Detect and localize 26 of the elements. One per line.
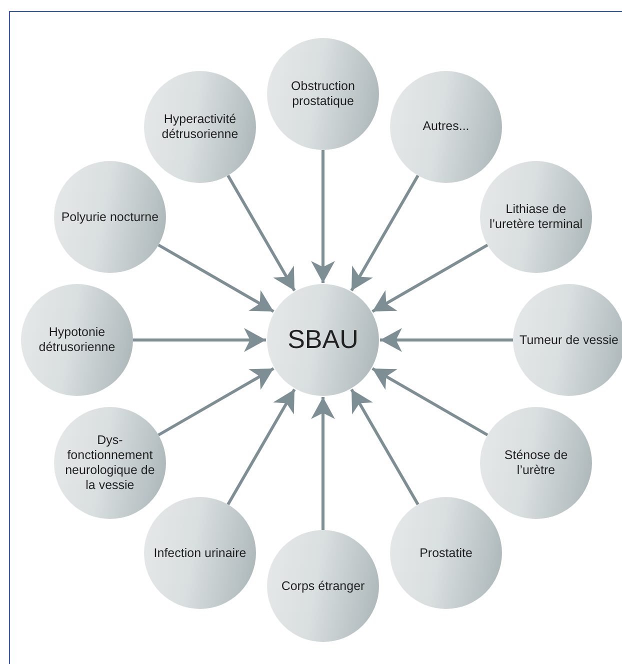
circle-label: Corps étranger bbox=[280, 578, 366, 594]
arrow bbox=[350, 174, 420, 292]
arrow bbox=[311, 397, 335, 530]
circle-label: Dys-fonctionnement neurologique de la vessie bbox=[64, 433, 156, 493]
circle-label: Tumeur de vessie bbox=[519, 332, 619, 348]
circle-label: Infection urinaire bbox=[152, 546, 248, 561]
circle-label: Obstruction prostatique bbox=[290, 79, 356, 109]
arrow bbox=[311, 150, 335, 283]
circle-label: Hyperactivité détrusorienne bbox=[160, 112, 240, 142]
arrow bbox=[133, 328, 266, 352]
arrow bbox=[380, 328, 513, 352]
circle-label: Lithiase de l’uretère terminal bbox=[488, 202, 584, 232]
arrow bbox=[350, 388, 420, 506]
circle-label: Prostatite bbox=[418, 546, 474, 561]
center-circle bbox=[267, 284, 379, 396]
arrow bbox=[226, 388, 296, 506]
arrow bbox=[372, 367, 488, 436]
circle-label: Polyurie nocturne bbox=[60, 210, 160, 224]
arrow bbox=[372, 244, 488, 313]
circle-label: Hypotonie détrusorienne bbox=[38, 325, 116, 355]
arrow bbox=[158, 244, 274, 313]
circle-label: Autres... bbox=[422, 119, 470, 134]
circle-label: SBAU bbox=[288, 324, 358, 356]
circle-label: Sténose de l’urètre bbox=[503, 448, 569, 478]
arrow bbox=[226, 174, 296, 292]
arrow bbox=[158, 367, 274, 436]
